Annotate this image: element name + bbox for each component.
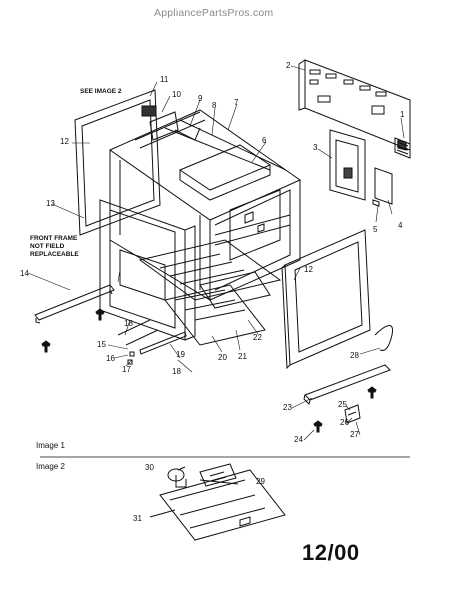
callout-12-left: 12	[60, 137, 69, 146]
image-2-caption: Image 2	[36, 462, 65, 471]
callout-20: 20	[218, 353, 227, 362]
callout-15: 15	[97, 340, 106, 349]
callout-10: 10	[172, 90, 181, 99]
callout-23: 23	[283, 403, 292, 412]
callout-14: 14	[20, 269, 29, 278]
callout-17: 17	[122, 365, 131, 374]
callout-27: 27	[350, 430, 359, 439]
callout-5: 5	[373, 225, 378, 234]
wire-harness-drawing	[374, 325, 394, 351]
front-frame-note-line3: REPLACEABLE	[30, 251, 79, 258]
drawer-rail-right-drawing	[303, 364, 391, 405]
callout-28: 28	[350, 351, 359, 360]
callout-3: 3	[313, 143, 318, 152]
bracket-part-drawing	[329, 129, 366, 201]
front-frame-note-line1: FRONT FRAME	[30, 235, 78, 242]
callout-8: 8	[212, 101, 217, 110]
oven-floor-drawing	[138, 239, 282, 301]
callout-30: 30	[145, 463, 154, 472]
site-watermark: AppliancePartsPros.com	[154, 7, 274, 19]
callout-24: 24	[294, 435, 303, 444]
callout-6: 6	[262, 136, 267, 145]
callout-12-right: 12	[304, 265, 313, 274]
callout-16: 16	[106, 354, 115, 363]
callout-9: 9	[198, 94, 203, 103]
callout-29: 29	[256, 477, 265, 486]
callout-4: 4	[398, 221, 403, 230]
callout-13: 13	[46, 199, 55, 208]
igniter-assembly-drawing	[149, 463, 286, 541]
shield-part-drawing	[372, 167, 393, 207]
callout-22: 22	[253, 333, 262, 342]
callout-31: 31	[133, 514, 142, 523]
vent-part-drawing	[394, 137, 411, 159]
drawer-glide-drawing	[117, 319, 187, 365]
callout-2: 2	[286, 61, 291, 70]
callout-25: 25	[338, 400, 347, 409]
front-frame-drawing	[99, 199, 196, 341]
front-frame-note-line2: NOT FIELD	[30, 243, 65, 250]
latch-bracket-drawing	[344, 404, 361, 424]
top-rail-drawing	[134, 111, 206, 149]
revision-date-code: 12/00	[302, 540, 360, 565]
callout-21: 21	[238, 352, 247, 361]
bottom-plate-drawing	[164, 271, 271, 346]
callout-1: 1	[400, 110, 405, 119]
callout-26: 26	[340, 418, 349, 427]
leader-lines	[27, 65, 405, 441]
see-image-2-note: SEE IMAGE 2	[80, 88, 122, 95]
callout-7: 7	[234, 98, 239, 107]
side-panel-left-drawing	[74, 89, 161, 236]
callout-19: 19	[176, 350, 185, 359]
screw-icons	[41, 308, 377, 433]
callout-18-upper: 18	[124, 319, 133, 328]
image-1-caption: Image 1	[36, 441, 65, 450]
callout-11: 11	[160, 75, 169, 84]
callout-18-lower: 18	[172, 367, 181, 376]
drawer-rail-left-drawing	[34, 284, 115, 324]
oven-door-drawing	[281, 229, 371, 370]
